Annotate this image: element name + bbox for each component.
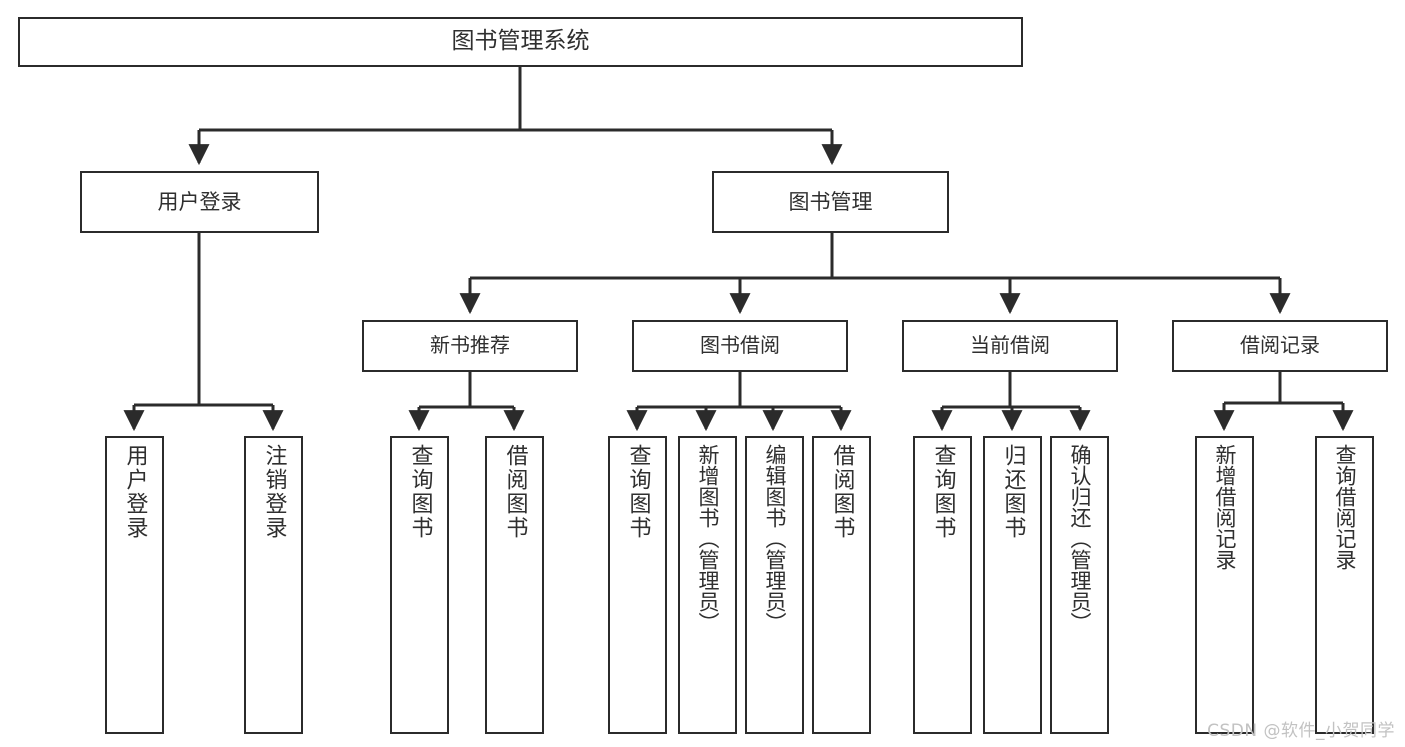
node-add-book-admin[interactable]: 新增图书（管理员） bbox=[678, 436, 737, 734]
node-query-books-new[interactable]: 查询图书 bbox=[390, 436, 449, 734]
node-label: 图书管理 bbox=[788, 189, 873, 214]
node-query-borrow-record[interactable]: 查询借阅记录 bbox=[1315, 436, 1374, 734]
node-root-system[interactable]: 图书管理系统 bbox=[18, 17, 1023, 67]
node-confirm-return-admin[interactable]: 确认归还（管理员） bbox=[1050, 436, 1109, 734]
node-borrow-record[interactable]: 借阅记录 bbox=[1172, 320, 1388, 372]
node-label: 新增图书（管理员） bbox=[696, 444, 720, 633]
node-label: 查询借阅记录 bbox=[1333, 444, 1357, 570]
node-user-login-leaf[interactable]: 用户登录 bbox=[105, 436, 164, 734]
watermark-text: CSDN @软件_小贺同学 bbox=[1207, 721, 1395, 741]
node-label: 当前借阅 bbox=[970, 333, 1050, 358]
node-book-borrow[interactable]: 图书借阅 bbox=[632, 320, 848, 372]
node-edit-book-admin[interactable]: 编辑图书（管理员） bbox=[745, 436, 804, 734]
node-current-borrow[interactable]: 当前借阅 bbox=[902, 320, 1118, 372]
node-label: 新书推荐 bbox=[430, 333, 510, 358]
node-logout-leaf[interactable]: 注销登录 bbox=[244, 436, 303, 734]
node-label: 图书管理系统 bbox=[451, 28, 590, 55]
node-borrow-books[interactable]: 借阅图书 bbox=[812, 436, 871, 734]
node-label: 借阅记录 bbox=[1240, 333, 1320, 358]
node-label: 编辑图书（管理员） bbox=[763, 444, 787, 633]
node-label: 查询图书 bbox=[930, 444, 956, 540]
node-query-books-borrow[interactable]: 查询图书 bbox=[608, 436, 667, 734]
node-borrow-books-new[interactable]: 借阅图书 bbox=[485, 436, 544, 734]
node-label: 图书借阅 bbox=[700, 333, 780, 358]
node-label: 借阅图书 bbox=[829, 444, 855, 540]
node-query-books-current[interactable]: 查询图书 bbox=[913, 436, 972, 734]
node-label: 新增借阅记录 bbox=[1213, 444, 1237, 570]
node-label: 查询图书 bbox=[407, 444, 433, 540]
node-label: 用户登录 bbox=[122, 444, 148, 540]
node-return-books[interactable]: 归还图书 bbox=[983, 436, 1042, 734]
node-book-management[interactable]: 图书管理 bbox=[712, 171, 949, 233]
node-user-login[interactable]: 用户登录 bbox=[80, 171, 319, 233]
node-label: 注销登录 bbox=[261, 444, 287, 540]
node-add-borrow-record[interactable]: 新增借阅记录 bbox=[1195, 436, 1254, 734]
node-new-book-recommend[interactable]: 新书推荐 bbox=[362, 320, 578, 372]
node-label: 借阅图书 bbox=[502, 444, 528, 540]
node-label: 确认归还（管理员） bbox=[1068, 444, 1092, 633]
node-label: 归还图书 bbox=[1000, 444, 1026, 540]
node-label: 查询图书 bbox=[625, 444, 651, 540]
node-label: 用户登录 bbox=[157, 189, 242, 214]
